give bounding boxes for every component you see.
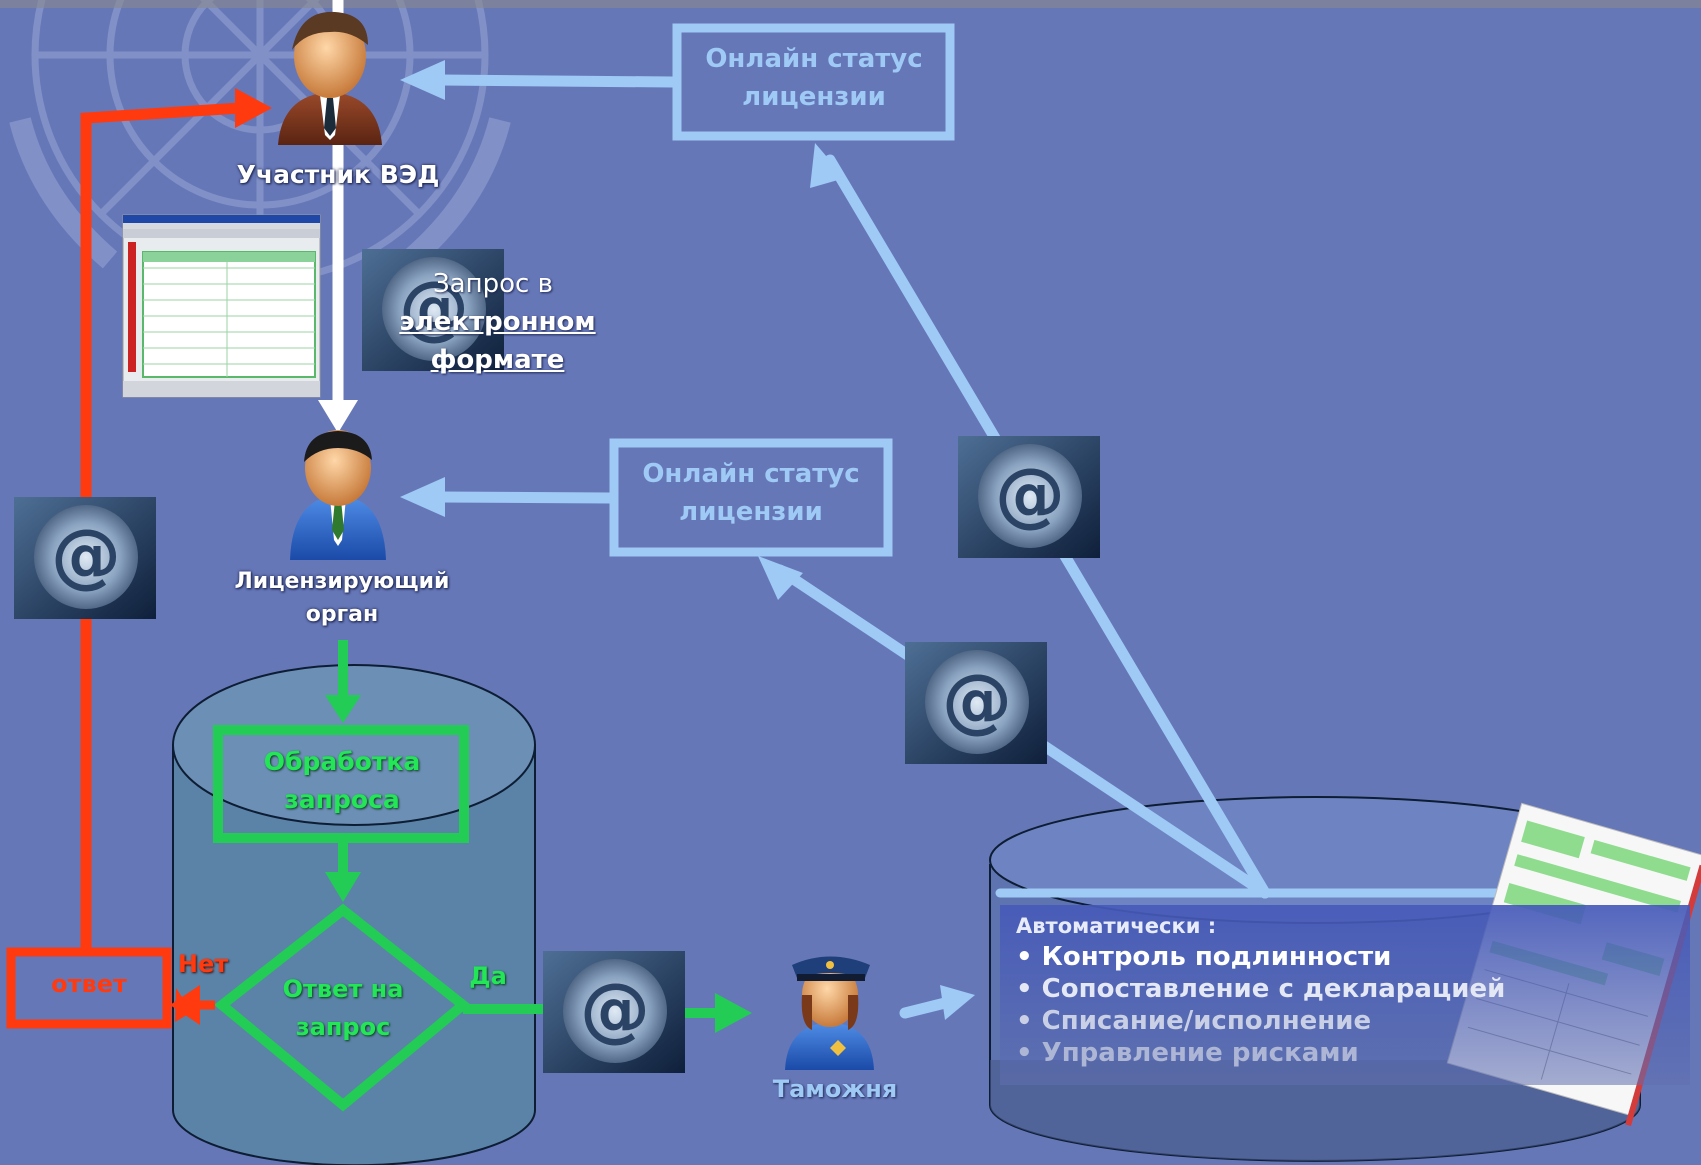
licensing-label: Лицензирующий орган	[222, 565, 462, 631]
processing-arrowheads	[325, 695, 752, 1033]
at-icon: @	[14, 497, 156, 619]
svg-text:@: @	[580, 968, 650, 1050]
form-screenshot	[122, 214, 321, 398]
auto-item-label: Сопоставление с декларацией	[1041, 974, 1506, 1004]
auto-item-label: Списание/исполнение	[1041, 1006, 1372, 1036]
customs-officer-icon	[785, 956, 874, 1070]
businessman-icon	[278, 11, 382, 145]
customs-label: Таможня	[772, 1075, 898, 1103]
processing-database-cylinder	[172, 664, 536, 1165]
status-box-mid-frame	[609, 438, 893, 557]
request-line-3: формате	[430, 345, 565, 375]
answer-label: ответ	[51, 970, 127, 998]
auto-item-risk-management: • Управление рисками	[1016, 1038, 1359, 1068]
at-icon: @	[958, 436, 1100, 558]
status-mid-line-2: лицензии	[679, 497, 823, 527]
at-icon: @	[543, 951, 685, 1073]
automatic-checks-panel	[1000, 905, 1690, 1085]
auto-item-label: Управление рисками	[1041, 1038, 1359, 1068]
auto-item-declaration-match: • Сопоставление с декларацией	[1016, 974, 1506, 1004]
svg-text:@: @	[51, 514, 121, 596]
auto-item-writeoff: • Списание/исполнение	[1016, 1006, 1372, 1036]
licensing-line-1: Лицензирующий	[234, 569, 450, 594]
status-top-line-2: лицензии	[742, 82, 886, 112]
un-emblem-watermark	[9, 0, 511, 284]
automatic-title: Автоматически :	[1016, 914, 1217, 938]
licensing-line-2: орган	[305, 602, 379, 627]
auto-item-label: Контроль подлинности	[1041, 942, 1392, 972]
processing-flow	[213, 640, 720, 1112]
decision-line-2: запрос	[295, 1013, 391, 1041]
decision-label: Ответ на запрос	[253, 970, 433, 1046]
status-mid-label: Онлайн статус лицензии	[623, 455, 879, 531]
status-mid-line-1: Онлайн статус	[642, 459, 860, 489]
svg-text:@: @	[399, 266, 469, 348]
processing-line-2: запроса	[284, 785, 400, 814]
svg-text:@: @	[942, 659, 1012, 741]
request-line-2: электронном	[399, 307, 596, 337]
branch-no-label: Нет	[177, 950, 229, 978]
branch-yes-label: Да	[469, 962, 507, 990]
auto-item-authenticity: • Контроль подлинности	[1016, 942, 1392, 972]
decision-line-1: Ответ на	[282, 975, 404, 1003]
status-box-top-frame	[672, 23, 955, 141]
request-label: Запрос в электронном формате	[385, 265, 610, 379]
status-top-label: Онлайн статус лицензии	[686, 40, 942, 116]
at-icon: @	[362, 249, 504, 371]
at-icon: @	[905, 642, 1047, 764]
request-line-1: Запрос в	[433, 269, 553, 299]
official-icon	[290, 430, 386, 560]
status-arrowheads	[400, 60, 975, 1020]
svg-text:@: @	[995, 453, 1065, 535]
participant-label: Участник ВЭД	[236, 160, 440, 189]
processing-label: Обработка запроса	[228, 743, 456, 819]
answer-flow	[6, 88, 272, 1029]
processing-line-1: Обработка	[263, 747, 421, 776]
status-top-line-1: Онлайн статус	[705, 44, 923, 74]
